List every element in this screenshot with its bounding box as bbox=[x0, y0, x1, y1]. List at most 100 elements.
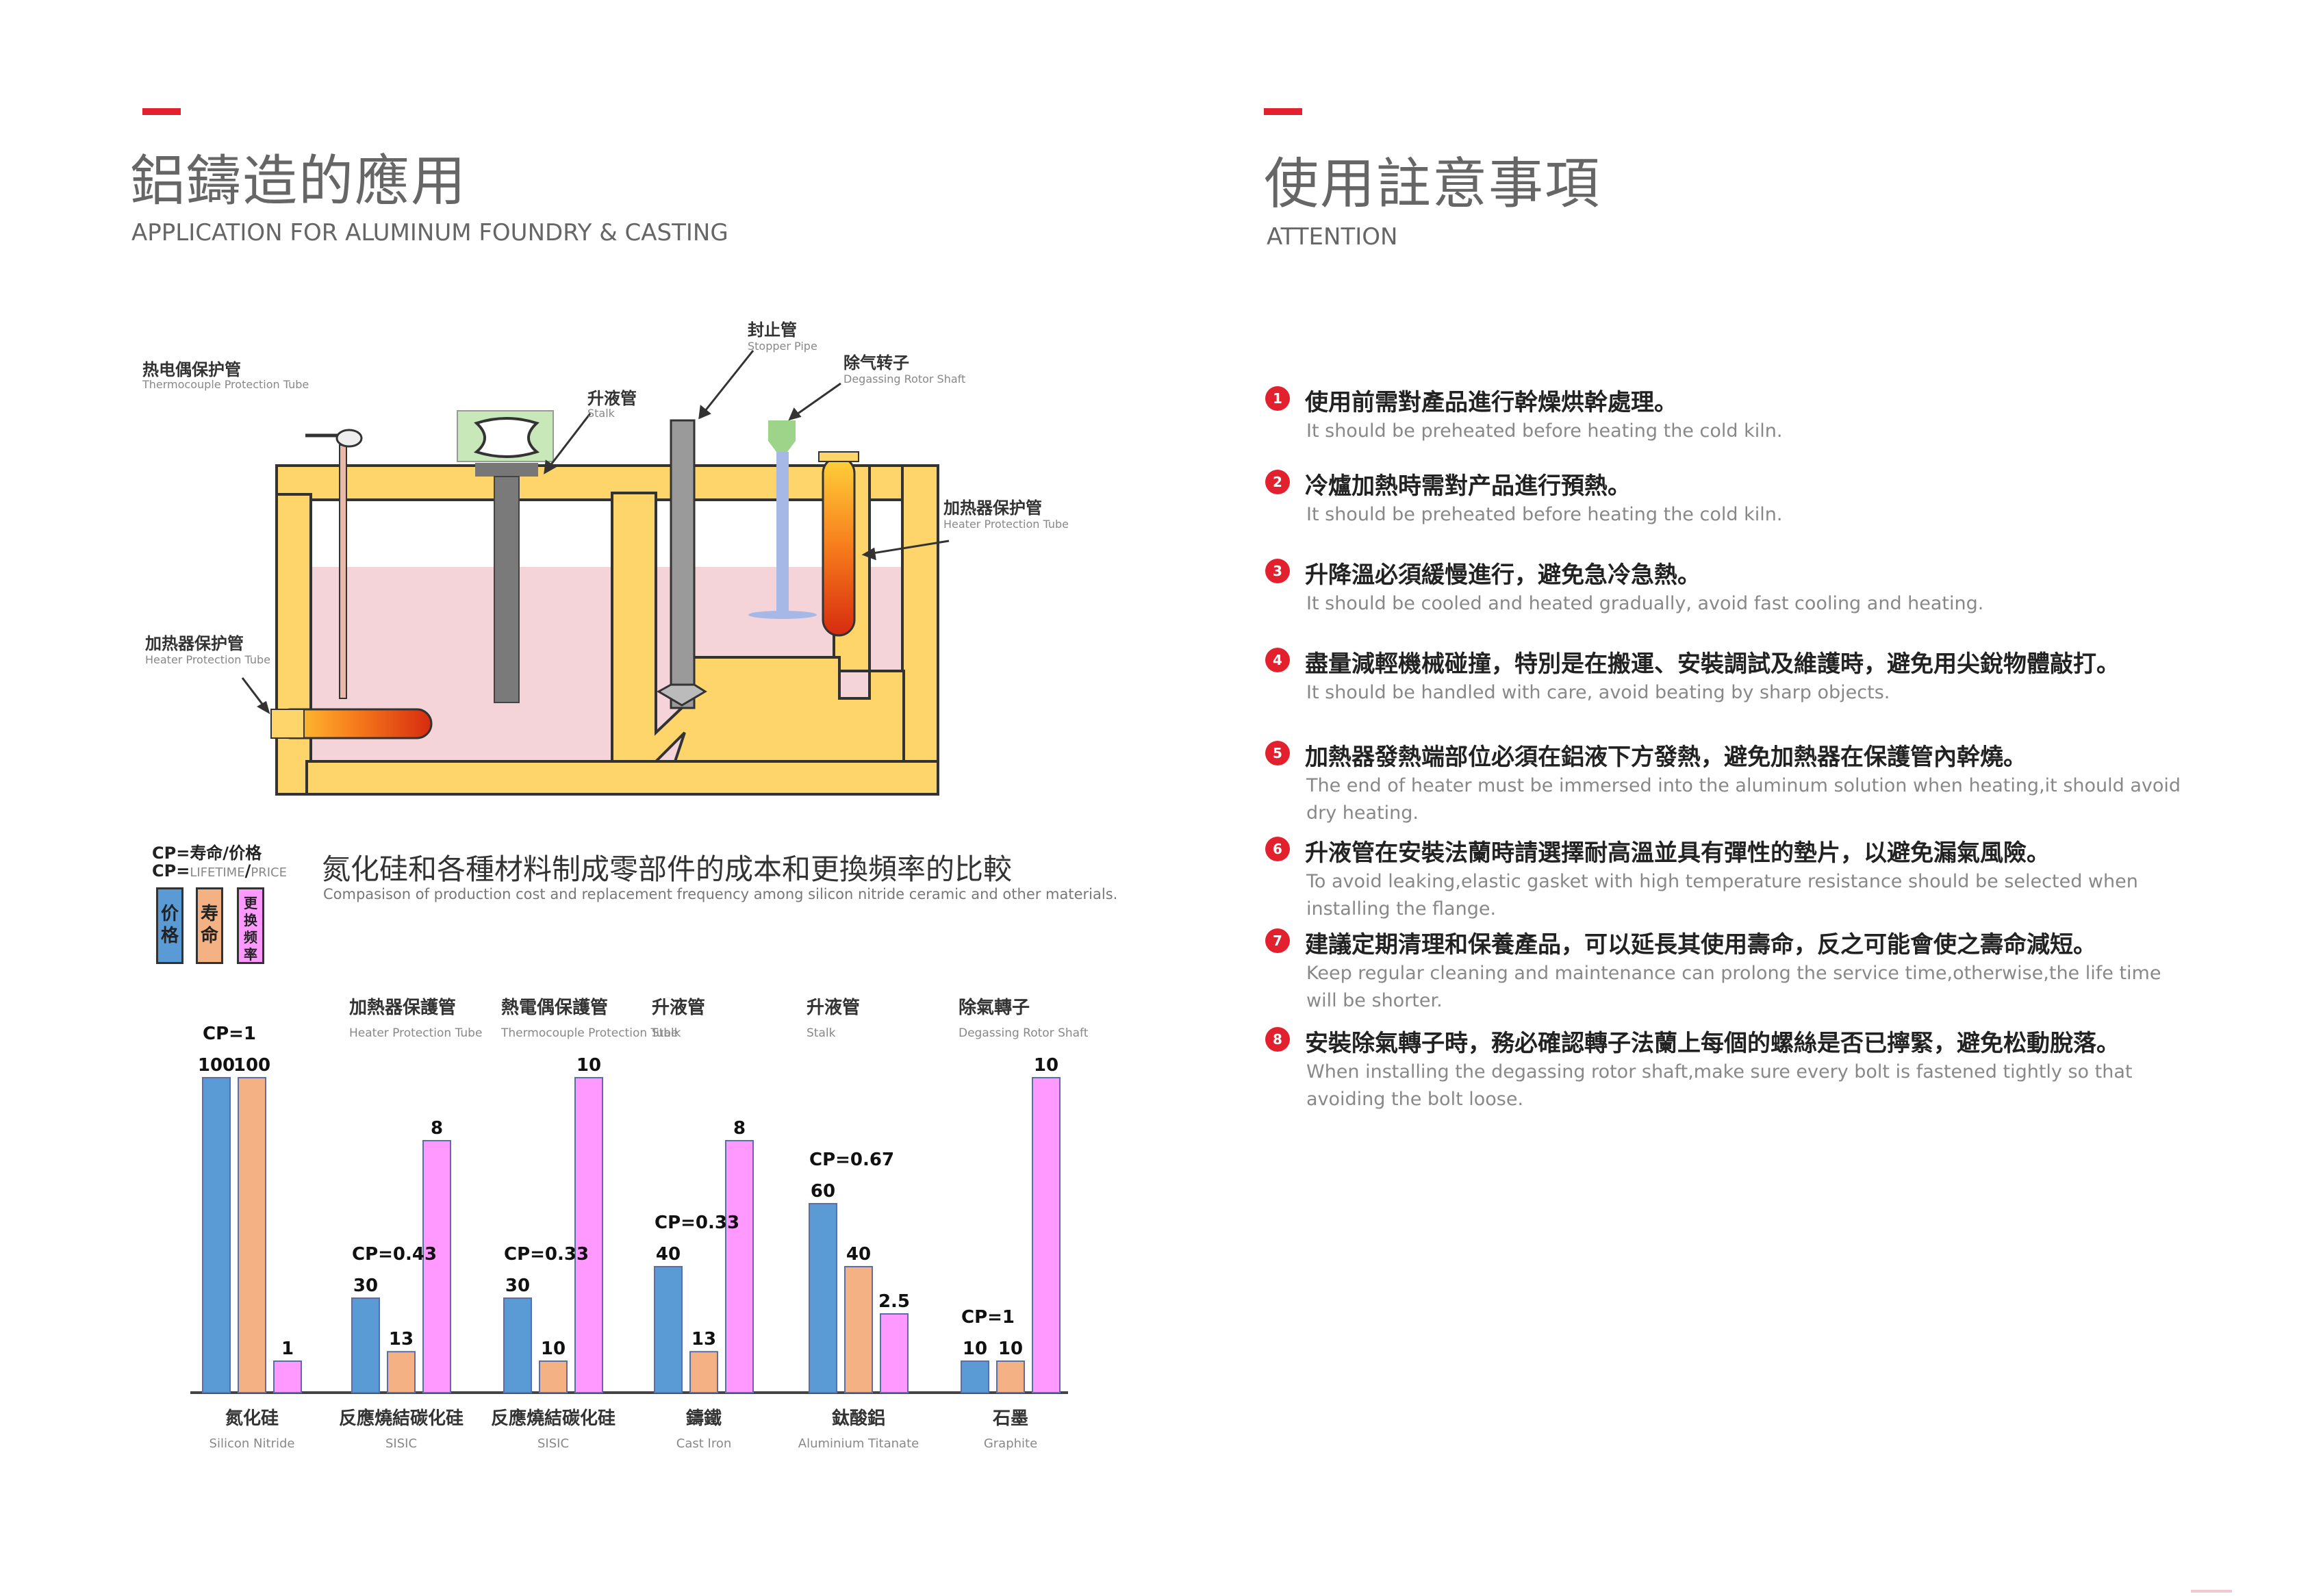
label-stopper-zh: 封止管 bbox=[748, 320, 797, 340]
cp-label: CP=0.33 bbox=[504, 1244, 589, 1265]
attention-item: 6 升液管在安裝法蘭時請選擇耐高溫並具有彈性的墊片，以避免漏氣風險。 To avoi… bbox=[1265, 834, 2176, 920]
bar-value-label: 60 bbox=[811, 1181, 835, 1202]
furnace-right-wall bbox=[901, 464, 939, 796]
cp-label: CP=0.33 bbox=[655, 1213, 739, 1233]
attention-text-en: The end of heater must be immersed into … bbox=[1306, 775, 2181, 824]
bar-value-label: 8 bbox=[733, 1118, 746, 1139]
label-heater-right-zh: 加热器保护管 bbox=[943, 498, 1042, 518]
attention-text-zh: 冷爐加熱時需對产品進行預熱。 bbox=[1305, 472, 1631, 500]
bar-value-label: 30 bbox=[353, 1276, 378, 1296]
attention-number-badge: 3 bbox=[1265, 559, 1290, 583]
furnace-diagram bbox=[241, 350, 950, 796]
bar-value-label: 1 bbox=[281, 1339, 294, 1359]
bar-value-label: 100 bbox=[198, 1055, 235, 1076]
bar-value-label: 100 bbox=[233, 1055, 270, 1076]
right-subtitle: ATTENTION bbox=[1267, 223, 1398, 251]
application-label-en: Degassing Rotor Shaft bbox=[959, 1026, 1089, 1040]
attention-number-badge: 8 bbox=[1265, 1027, 1290, 1052]
category-label-en: SISIC bbox=[537, 1436, 569, 1451]
attention-item: 2 冷爐加熱時需對产品進行預熱。 It should be preheated be… bbox=[1265, 467, 2176, 542]
bar-lifetime bbox=[996, 1360, 1025, 1393]
category-label-en: Aluminium Titanate bbox=[798, 1436, 919, 1451]
category-label-zh: 鑄鐵 bbox=[685, 1408, 722, 1429]
application-label-zh: 升液管 bbox=[807, 998, 860, 1018]
attention-number-badge: 1 bbox=[1265, 386, 1290, 411]
bar-lifetime bbox=[387, 1351, 416, 1393]
attention-text-zh: 升降溫必須緩慢進行，避免急冷急熱。 bbox=[1305, 561, 1701, 589]
category-label-en: Cast Iron bbox=[676, 1436, 732, 1451]
bar-replace bbox=[422, 1140, 451, 1393]
label-heater-right-en: Heater Protection Tube bbox=[943, 518, 1069, 531]
label-stalk-en: Stalk bbox=[587, 407, 615, 420]
attention-text-en: Keep regular cleaning and maintenance ca… bbox=[1306, 963, 2161, 1011]
category-label-zh: 反應燒結碳化硅 bbox=[491, 1408, 616, 1429]
bar-price bbox=[654, 1266, 683, 1393]
bar-value-label: 13 bbox=[691, 1329, 716, 1350]
attention-text-en: To avoid leaking,elastic gasket with hig… bbox=[1306, 871, 2138, 920]
application-label-zh: 熱電偶保護管 bbox=[501, 997, 608, 1018]
attention-item: 7 建議定期清理和保養產品，可以延長其使用壽命，反之可能會使之壽命減短。 Keep … bbox=[1265, 926, 2176, 1011]
label-heater-left-zh: 加热器保护管 bbox=[145, 634, 244, 653]
bar-lifetime bbox=[238, 1077, 266, 1393]
bar-value-label: 10 bbox=[998, 1339, 1023, 1359]
attention-number-badge: 6 bbox=[1265, 837, 1290, 861]
attention-item: 8 安裝除氣轉子時，務必確認轉子法蘭上每個的螺絲是否已擰緊，避免松動脫落。 When… bbox=[1265, 1024, 2176, 1110]
furnace-left-wall bbox=[275, 493, 312, 796]
comparison-subtitle: Compasison of production cost and replac… bbox=[323, 886, 1118, 902]
page-marker bbox=[2191, 1590, 2232, 1593]
accent-bar-right bbox=[1264, 108, 1302, 115]
attention-text-en: When installing the degassing rotor shaf… bbox=[1306, 1061, 2133, 1110]
legend-replace-frequency: 更换频率 bbox=[237, 887, 264, 964]
category-label-en: SISIC bbox=[385, 1436, 417, 1451]
bar-replace bbox=[725, 1140, 754, 1393]
cp-label: CP=0.67 bbox=[809, 1150, 894, 1170]
left-title: 鋁鑄造的應用 bbox=[130, 149, 467, 213]
attention-number-badge: 7 bbox=[1265, 928, 1290, 953]
category-label-zh: 石墨 bbox=[992, 1408, 1028, 1429]
right-title: 使用註意事項 bbox=[1264, 152, 1601, 216]
legend-lifetime: 寿命 bbox=[196, 887, 223, 964]
attention-text-zh: 建議定期清理和保養產品，可以延長其使用壽命，反之可能會使之壽命減短。 bbox=[1305, 931, 2096, 959]
attention-text-zh: 盡量減輕機械碰撞，特別是在搬運、安裝調試及維護時，避免用尖銳物體敲打。 bbox=[1305, 650, 2120, 678]
application-label-en: Thermocouple Protection Tube bbox=[500, 1026, 678, 1040]
category-label-zh: 反應燒結碳化硅 bbox=[339, 1408, 464, 1429]
label-thermocouple-zh: 热电偶保护管 bbox=[142, 360, 241, 379]
bar-value-label: 10 bbox=[576, 1055, 601, 1076]
left-subtitle: APPLICATION FOR ALUMINUM FOUNDRY & CASTI… bbox=[131, 219, 728, 246]
attention-text-en: It should be cooled and heated gradually… bbox=[1306, 593, 1984, 614]
rotor-coupling bbox=[768, 420, 796, 452]
bar-replace bbox=[574, 1077, 603, 1393]
category-label-en: Graphite bbox=[984, 1436, 1037, 1451]
cp-label: CP=0.43 bbox=[352, 1244, 437, 1265]
accent-bar-left bbox=[142, 108, 181, 115]
attention-text-zh: 安裝除氣轉子時，務必確認轉子法蘭上每個的螺絲是否已擰緊，避免松動脫落。 bbox=[1305, 1030, 2120, 1057]
bar-value-label: 30 bbox=[505, 1276, 530, 1296]
label-stopper-en: Stopper Pipe bbox=[748, 340, 817, 353]
attention-text-zh: 升液管在安裝法蘭時請選擇耐高溫並具有彈性的墊片，以避免漏氣風險。 bbox=[1305, 839, 2050, 867]
cp-label: CP=1 bbox=[961, 1307, 1015, 1328]
bar-value-label: 40 bbox=[846, 1244, 871, 1265]
label-rotor-zh: 除气转子 bbox=[843, 353, 909, 372]
attention-number-badge: 2 bbox=[1265, 470, 1290, 494]
attention-number-badge: 4 bbox=[1265, 648, 1290, 672]
label-thermocouple-en: Thermocouple Protection Tube bbox=[142, 378, 309, 391]
bar-replace bbox=[273, 1360, 302, 1393]
legend-price: 价格 bbox=[156, 887, 183, 964]
attention-text-en: It should be preheated before heating th… bbox=[1306, 504, 1783, 525]
stalk-tube bbox=[494, 476, 520, 703]
category-label-zh: 氮化硅 bbox=[225, 1408, 279, 1429]
stopper-pipe bbox=[670, 419, 696, 709]
bar-value-label: 10 bbox=[1034, 1055, 1058, 1076]
cp-definition-line2: CP=LIFETIME/PRICE bbox=[152, 861, 287, 881]
label-stalk-zh: 升液管 bbox=[587, 389, 637, 408]
bar-price bbox=[961, 1360, 989, 1393]
bar-value-label: 10 bbox=[541, 1339, 566, 1359]
label-rotor-en: Degassing Rotor Shaft bbox=[843, 372, 966, 385]
application-label-zh: 加熱器保護管 bbox=[349, 997, 456, 1018]
attention-text-zh: 加熱器發熱端部位必須在鋁液下方發熱，避免加熱器在保護管內幹燒。 bbox=[1305, 744, 2027, 771]
cp-label: CP=1 bbox=[203, 1024, 256, 1044]
bar-lifetime bbox=[689, 1351, 718, 1393]
